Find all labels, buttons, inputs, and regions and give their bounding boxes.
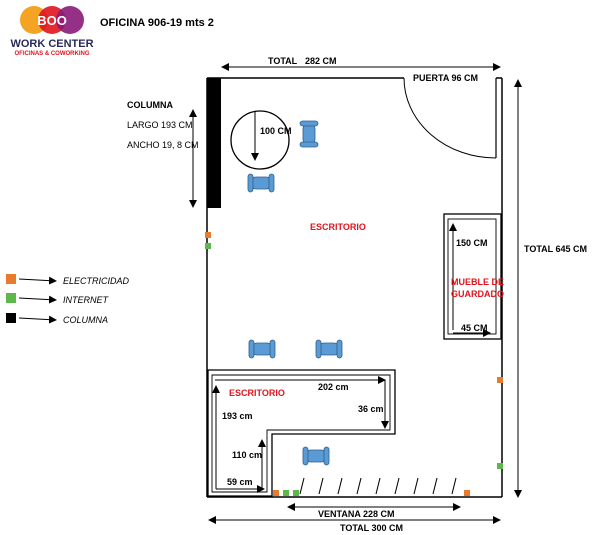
outlet-internet — [497, 463, 503, 469]
column-width: ANCHO 19, 8 CM — [127, 140, 199, 150]
chair-table-right — [299, 120, 319, 148]
l-desk-inner — [211, 374, 391, 493]
column — [207, 78, 221, 208]
window-label: VENTANA 228 CM — [318, 509, 395, 519]
desk-depth: 36 cm — [358, 404, 384, 414]
legend: ELECTRICIDAD INTERNET COLUMNA — [6, 274, 130, 325]
desk-length-left: 193 cm — [222, 411, 253, 421]
outlet-electricity — [464, 490, 470, 496]
legend-label-internet: INTERNET — [63, 295, 110, 305]
chair-left — [248, 339, 276, 359]
l-desk — [207, 369, 396, 497]
storage-label-1: MUEBLE DE — [451, 277, 504, 287]
room-label-escritorio: ESCRITORIO — [310, 222, 366, 232]
storage-width: 45 CM — [461, 323, 488, 333]
storage-cabinet-inner — [447, 218, 497, 335]
dim-top-value: 282 CM — [305, 56, 337, 66]
column-title: COLUMNA — [127, 100, 173, 110]
dim-top-label: TOTAL — [268, 56, 298, 66]
round-table — [230, 110, 290, 170]
table-diameter: 100 CM — [260, 126, 292, 136]
desk-width-bottom: 59 cm — [227, 477, 253, 487]
outlet-internet — [283, 490, 289, 496]
storage-height: 150 CM — [456, 238, 488, 248]
desk-height: 110 cm — [232, 450, 262, 460]
outlet-internet — [293, 490, 299, 496]
window-marks — [299, 477, 457, 495]
room-walls — [206, 77, 503, 498]
legend-label-electricity: ELECTRICIDAD — [63, 276, 130, 286]
brand-name: WORK CENTER — [10, 38, 93, 50]
outlet-internet — [205, 243, 211, 249]
legend-swatch-electricity — [6, 274, 16, 284]
legend-swatch-internet — [6, 293, 16, 303]
outlet-electricity — [273, 490, 279, 496]
desk-label: ESCRITORIO — [229, 388, 285, 398]
door — [403, 77, 497, 159]
desk-length-top: 202 cm — [318, 382, 349, 392]
dim-right-label: TOTAL 645 CM — [524, 244, 587, 254]
page-title: OFICINA 906-19 mts 2 — [100, 17, 214, 29]
outlet-electricity — [497, 377, 503, 383]
dim-bottom-label: TOTAL 300 CM — [340, 523, 403, 533]
storage-label-2: GUARDADO — [451, 289, 504, 299]
logo-circle-3 — [56, 6, 84, 34]
outlet-electricity — [205, 232, 211, 238]
door-label: PUERTA 96 CM — [413, 73, 478, 83]
legend-swatch-column — [6, 313, 16, 323]
brand-tagline: OFICINAS & COWORKING — [15, 51, 90, 57]
chair-table-bottom — [247, 173, 275, 193]
column-length: LARGO 193 CM — [127, 120, 193, 130]
chair-desk — [302, 446, 330, 466]
logo-text: BOO — [37, 13, 67, 28]
brand-logo: BOO WORK CENTER OFICINAS & COWORKING — [10, 6, 94, 57]
storage-cabinet — [443, 213, 502, 340]
legend-label-column: COLUMNA — [63, 315, 108, 325]
chair-right — [315, 339, 343, 359]
